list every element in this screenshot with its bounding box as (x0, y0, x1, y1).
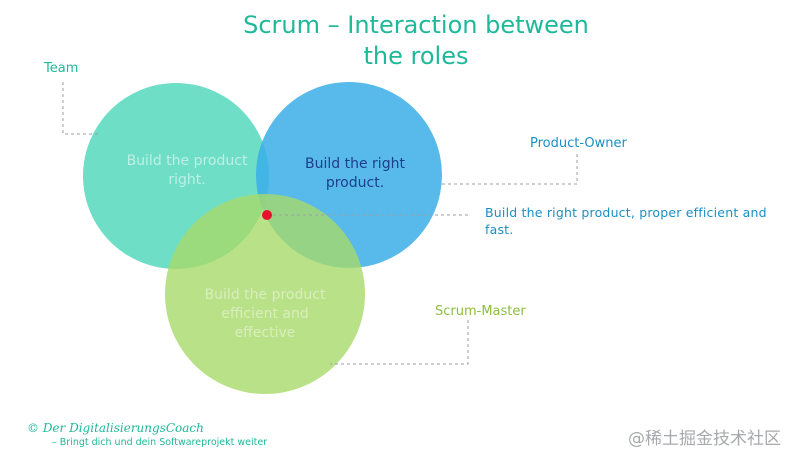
scrum-master-leader-line (330, 320, 469, 365)
scrum-master-label: Scrum-Master (435, 304, 526, 319)
scrum-master-circle-text: Build the product efficient and effectiv… (204, 287, 326, 341)
product-owner-circle-text: Build the right product. (305, 156, 405, 191)
product-owner-leader-line (442, 154, 578, 185)
footer-brand: © Der DigitalisierungsCoach (27, 421, 204, 435)
team-label: Team (44, 61, 79, 76)
team-leader-line (62, 82, 100, 135)
diagram-title: Scrum – Interaction between the roles (243, 11, 589, 70)
scrum-master-circle (165, 194, 365, 394)
footer-tagline: – Bringt dich und dein Softwareprojekt w… (52, 437, 268, 448)
watermark: @稀土掘金技术社区 (628, 429, 781, 449)
team-circle-text: Build the product right. (126, 153, 248, 188)
product-owner-label: Product-Owner (530, 136, 627, 151)
intersection-label: Build the right product, proper efficien… (485, 205, 767, 237)
intersection-dot (262, 210, 272, 220)
